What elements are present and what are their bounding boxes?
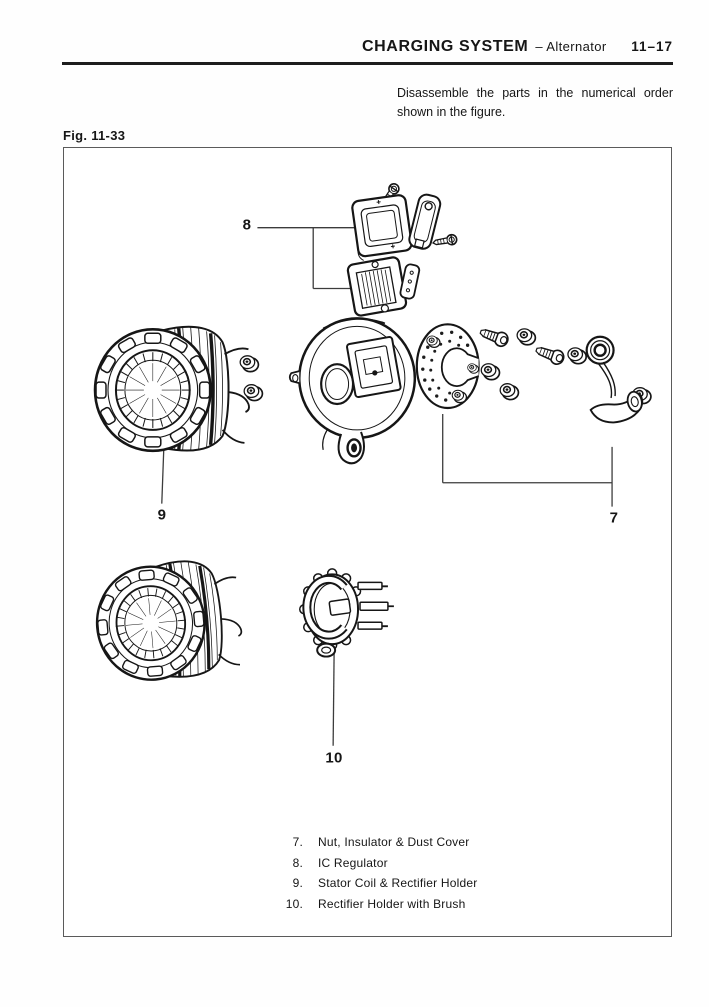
part-name: Stator Coil & Rectifier Holder	[318, 876, 478, 890]
insulator-nut-drawing	[239, 354, 260, 373]
figure-box: 8 9 7 10 7. Nut, Insulator & Dust Cover …	[63, 147, 672, 937]
callout-10: 10	[325, 749, 343, 767]
stator-coil-drawing	[93, 325, 251, 453]
brush-holder-frame	[346, 256, 408, 317]
instruction-line-1: Disassemble the parts in the numerical o…	[397, 86, 673, 100]
dust-cover-drawing	[585, 335, 644, 424]
instruction-text: Disassemble the parts in the numerical o…	[397, 84, 673, 121]
instruction-line-2: shown in the figure.	[397, 104, 506, 119]
parts-list-item: 8. IC Regulator	[214, 853, 477, 874]
section-subtitle: – Alternator	[535, 39, 607, 54]
part-name: Rectifier Holder with Brush	[318, 896, 466, 911]
exploded-diagram	[90, 181, 652, 746]
parts-list: 7. Nut, Insulator & Dust Cover 8. IC Reg…	[214, 832, 477, 914]
part-number: 9.	[292, 876, 303, 890]
part-name: IC Regulator	[318, 855, 388, 870]
terminal-plate	[399, 263, 421, 300]
figure-label: Fig. 11-33	[63, 128, 126, 143]
stator-coil-drawing-2	[90, 555, 247, 686]
parts-list-item: 10. Rectifier Holder with Brush	[214, 894, 477, 915]
part-number: 8.	[292, 855, 303, 870]
part-number: 7.	[292, 835, 303, 849]
parts-list-item: 7. Nut, Insulator & Dust Cover	[214, 832, 477, 853]
callout-8: 8	[242, 216, 252, 234]
rectifier-holder-with-brush-drawing	[299, 568, 394, 658]
part-number: 10.	[285, 896, 303, 911]
page-number: 11–17	[631, 39, 673, 54]
part-name: Nut, Insulator & Dust Cover	[318, 835, 470, 849]
nut-and-insulator-set-drawing	[477, 324, 652, 405]
insulator-nut-drawing	[243, 383, 264, 402]
ic-regulator-group-drawing	[346, 181, 459, 317]
ic-regulator-plate	[351, 194, 413, 261]
callout-7: 7	[609, 509, 619, 527]
rear-end-cover-drawing	[288, 317, 417, 465]
leader-lines	[161, 227, 613, 746]
section-title: CHARGING SYSTEM	[362, 38, 529, 55]
regulator-cover	[408, 193, 442, 250]
parts-list-item: 9. Stator Coil & Rectifier Holder	[214, 873, 478, 894]
page-header: CHARGING SYSTEM – Alternator 11–17	[63, 38, 673, 56]
header-rule	[62, 62, 673, 65]
rectifier-holder-drawing	[415, 323, 480, 410]
callout-9: 9	[157, 506, 167, 524]
